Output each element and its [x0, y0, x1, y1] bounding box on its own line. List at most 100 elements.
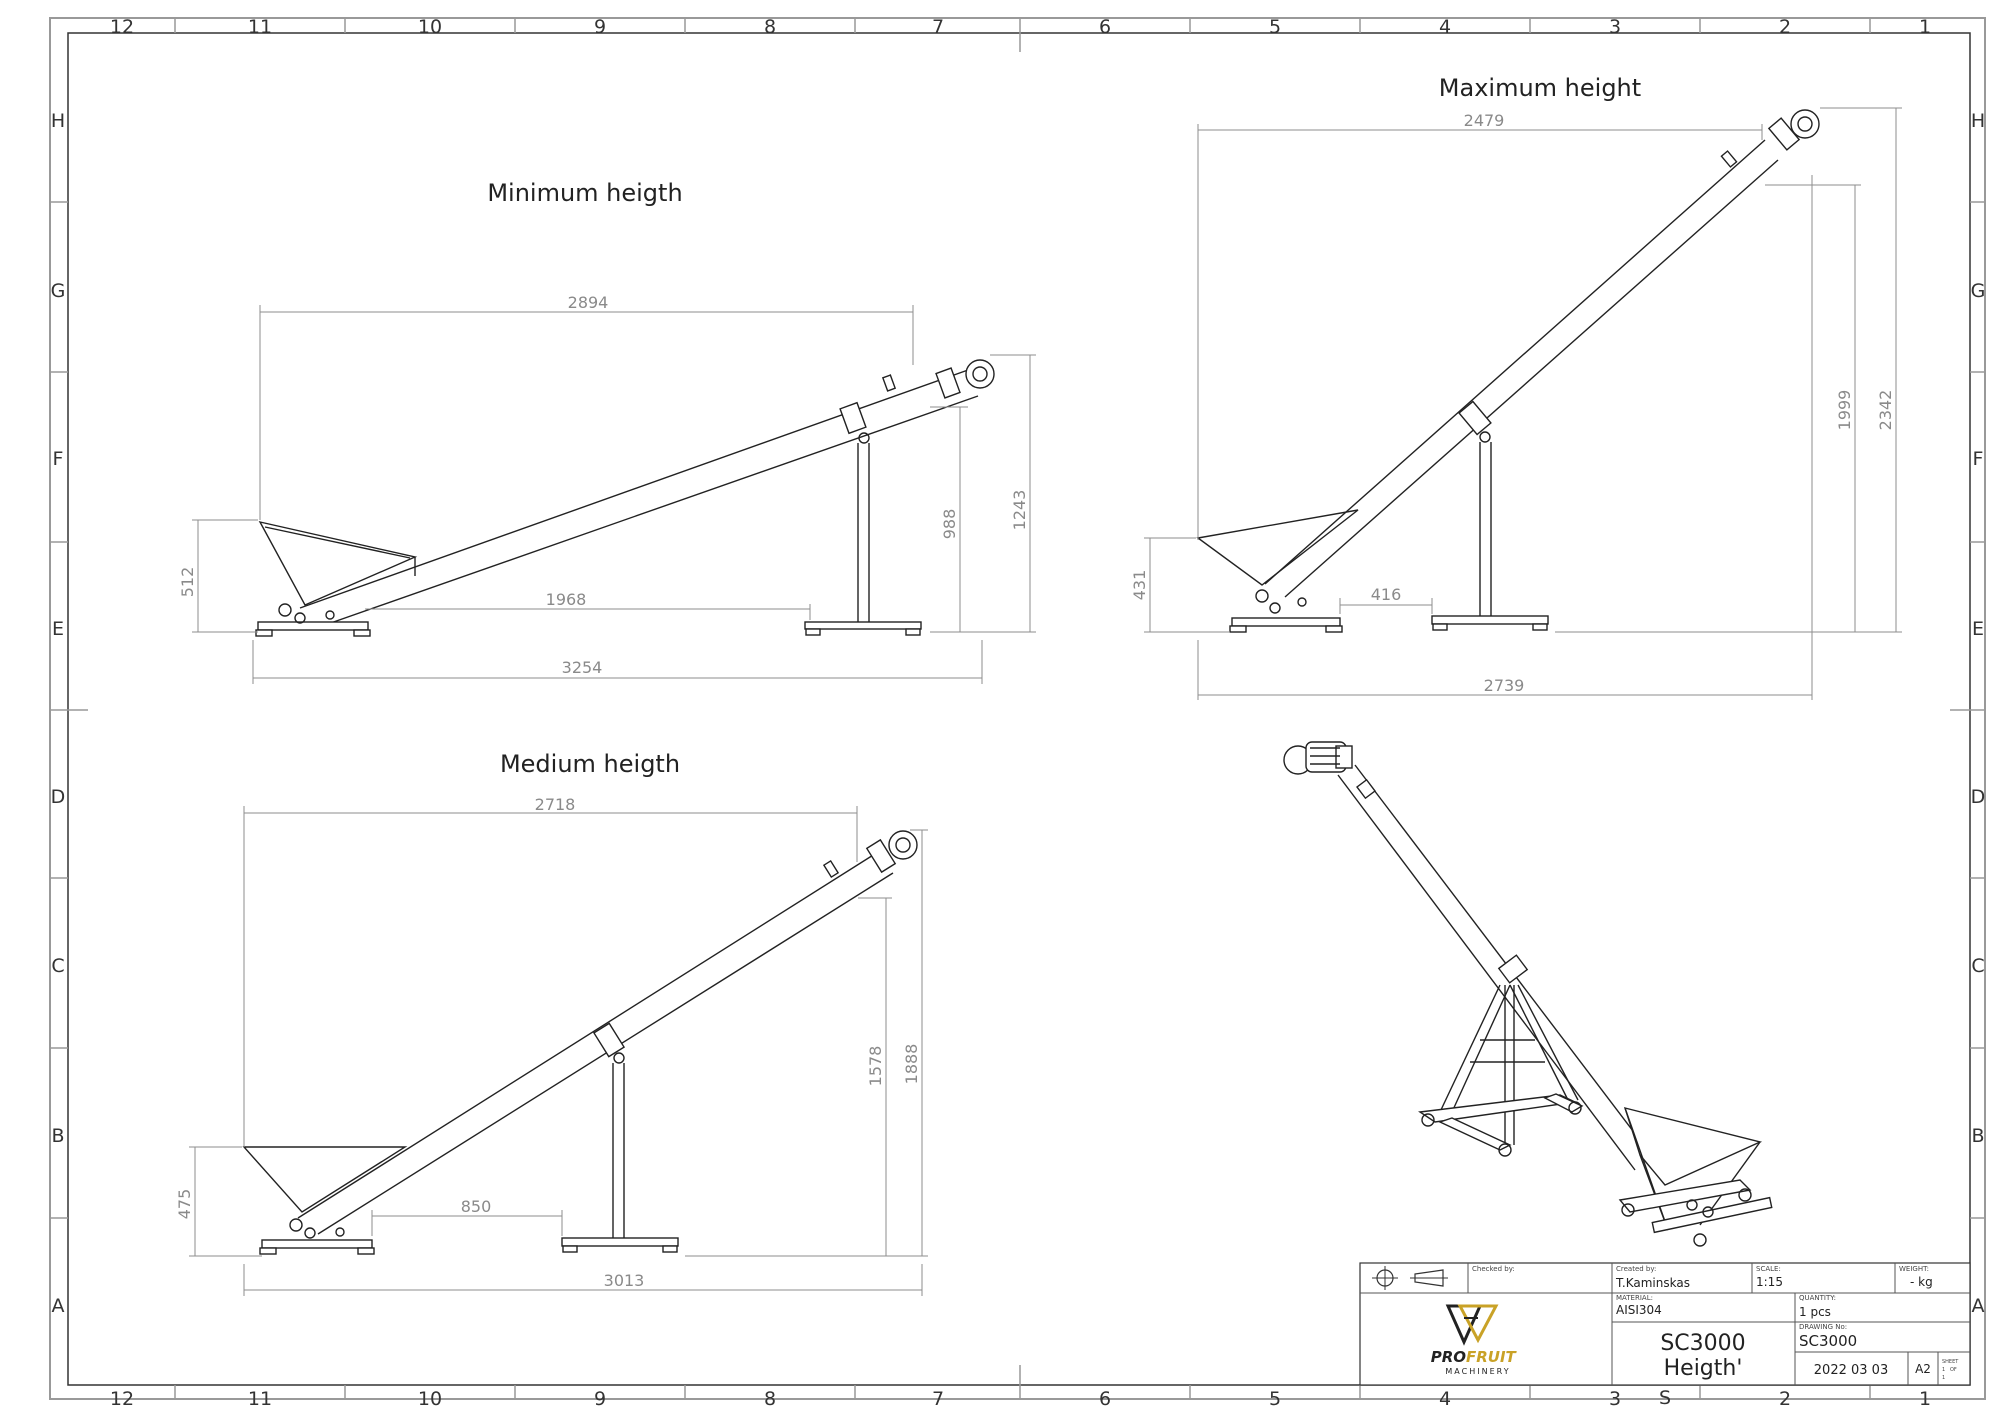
logo-word-fruit: FRUIT [1466, 1348, 1518, 1366]
grid-row-label: E [1972, 618, 1984, 640]
dimension-label: 416 [1371, 585, 1402, 604]
dimension-label: 3254 [562, 658, 603, 677]
hopper-drawing [1618, 1107, 1773, 1247]
grid-row-label: H [51, 110, 65, 132]
dimension-label: 475 [175, 1189, 194, 1220]
dimension-label: 1243 [1010, 490, 1029, 531]
grid-col-label: 2 [1779, 16, 1791, 38]
view-title: Medium heigth [500, 750, 680, 778]
view-maximum-height: Maximum height [1130, 74, 1902, 700]
motor-drawing [1283, 741, 1353, 775]
scale-value: 1:15 [1756, 1275, 1783, 1289]
grid-column-labels-bottom: 12 11 10 9 8 7 6 5 4 3 2 1 [110, 1388, 1931, 1410]
stray-letter: S [1659, 1387, 1671, 1409]
grid-row-label: H [1971, 110, 1985, 132]
dimension-label: 2479 [1464, 111, 1505, 130]
conveyor-drawing [242, 830, 918, 1255]
grid-col-label: 2 [1779, 1388, 1791, 1410]
grid-col-label: 8 [764, 1388, 776, 1410]
grid-col-label: 10 [418, 16, 442, 38]
drawing-name-line1: SC3000 [1660, 1331, 1745, 1356]
view-minimum-height: Minimum heigth [178, 179, 1036, 684]
title-block: Checked by: Created by: T.Kaminskas SCAL… [1359, 1262, 1971, 1409]
logo-word-pro: PRO [1431, 1348, 1467, 1366]
dimension-label: 850 [461, 1197, 492, 1216]
weight-value: - kg [1910, 1275, 1933, 1289]
grid-col-label: 3 [1609, 16, 1621, 38]
grid-row-label: G [51, 280, 66, 302]
view-medium-height: Medium heigth [175, 750, 928, 1296]
grid-col-label: 12 [110, 1388, 134, 1410]
dimension-lines [1144, 107, 1902, 700]
grid-row-label: A [1972, 1295, 1985, 1317]
grid-col-label: 9 [594, 16, 606, 38]
dimension-label: 3013 [604, 1271, 645, 1290]
a-frame-stand [1418, 984, 1584, 1157]
grid-row-labels-left: H G F E D C B A [51, 110, 66, 1317]
checked-by-label: Checked by: [1472, 1265, 1515, 1273]
grid-row-label: B [51, 1125, 64, 1147]
grid-col-label: 5 [1269, 16, 1281, 38]
weight-label: WEIGHT: [1899, 1265, 1929, 1273]
drawing-number-value: SC3000 [1799, 1332, 1857, 1350]
view-title: Minimum heigth [487, 179, 682, 207]
grid-col-label: 4 [1439, 16, 1451, 38]
dimension-label: 2342 [1876, 390, 1895, 431]
projection-symbol-icon [1372, 1266, 1448, 1290]
drawing-number-label: DRAWING No: [1799, 1323, 1847, 1331]
drawing-name-line2: Heigth' [1664, 1356, 1743, 1381]
grid-row-labels-right: H G F E D C B A [1971, 110, 1986, 1317]
drawing-date: 2022 03 03 [1814, 1363, 1888, 1378]
sheet-total: 1 [1942, 1375, 1945, 1381]
created-by-value: T.Kaminskas [1615, 1276, 1690, 1290]
dimension-label: 1888 [902, 1044, 921, 1085]
logo-mark-icon [1445, 1304, 1499, 1346]
sheet-number: 1 [1942, 1367, 1945, 1373]
grid-col-label: 11 [248, 1388, 272, 1410]
grid-col-label: 7 [932, 1388, 944, 1410]
grid-row-label: C [51, 955, 64, 977]
grid-col-label: 7 [932, 16, 944, 38]
dimension-lines [189, 806, 928, 1296]
dimension-label: 988 [940, 509, 959, 540]
grid-col-label: 1 [1919, 16, 1931, 38]
grid-row-label: D [51, 786, 66, 808]
grid-row-label: F [1973, 448, 1984, 470]
grid-row-label: G [1971, 280, 1986, 302]
grid-row-label: C [1971, 955, 1984, 977]
grid-col-label: 10 [418, 1388, 442, 1410]
sheet-label: SHEET [1942, 1359, 1959, 1365]
grid-row-label: B [1971, 1125, 1984, 1147]
grid-col-label: 3 [1609, 1388, 1621, 1410]
sheet-border [49, 17, 1986, 1400]
grid-col-label: 6 [1099, 1388, 1111, 1410]
sheet-of: OF [1950, 1367, 1957, 1373]
dimension-label: 1999 [1835, 390, 1854, 431]
grid-row-label: F [53, 448, 64, 470]
quantity-value: 1 pcs [1799, 1305, 1831, 1319]
grid-col-label: 12 [110, 16, 134, 38]
grid-col-label: 1 [1919, 1388, 1931, 1410]
logo-subtitle: MACHINERY [1445, 1367, 1510, 1376]
created-by-label: Created by: [1616, 1265, 1656, 1273]
dimension-label: 2739 [1484, 676, 1525, 695]
grid-row-label: D [1971, 786, 1986, 808]
dimension-label: 2894 [568, 293, 609, 312]
grid-col-label: 9 [594, 1388, 606, 1410]
quantity-label: QUANTITY: [1799, 1294, 1836, 1302]
grid-col-label: 6 [1099, 16, 1111, 38]
conveyor-drawing [1196, 109, 1820, 633]
paper-size: A2 [1915, 1362, 1931, 1376]
isometric-view [1283, 741, 1773, 1247]
grid-col-label: 4 [1439, 1388, 1451, 1410]
material-label: MATERIAL: [1616, 1294, 1653, 1302]
dimension-label: 1578 [866, 1046, 885, 1087]
grid-column-labels-top: 12 11 10 9 8 7 6 5 4 3 2 1 [110, 16, 1931, 38]
dimension-label: 431 [1130, 570, 1149, 601]
grid-row-label: E [52, 618, 64, 640]
grid-col-label: 8 [764, 16, 776, 38]
grid-col-label: 5 [1269, 1388, 1281, 1410]
material-value: AISI304 [1616, 1303, 1662, 1317]
dimension-label: 2718 [535, 795, 576, 814]
